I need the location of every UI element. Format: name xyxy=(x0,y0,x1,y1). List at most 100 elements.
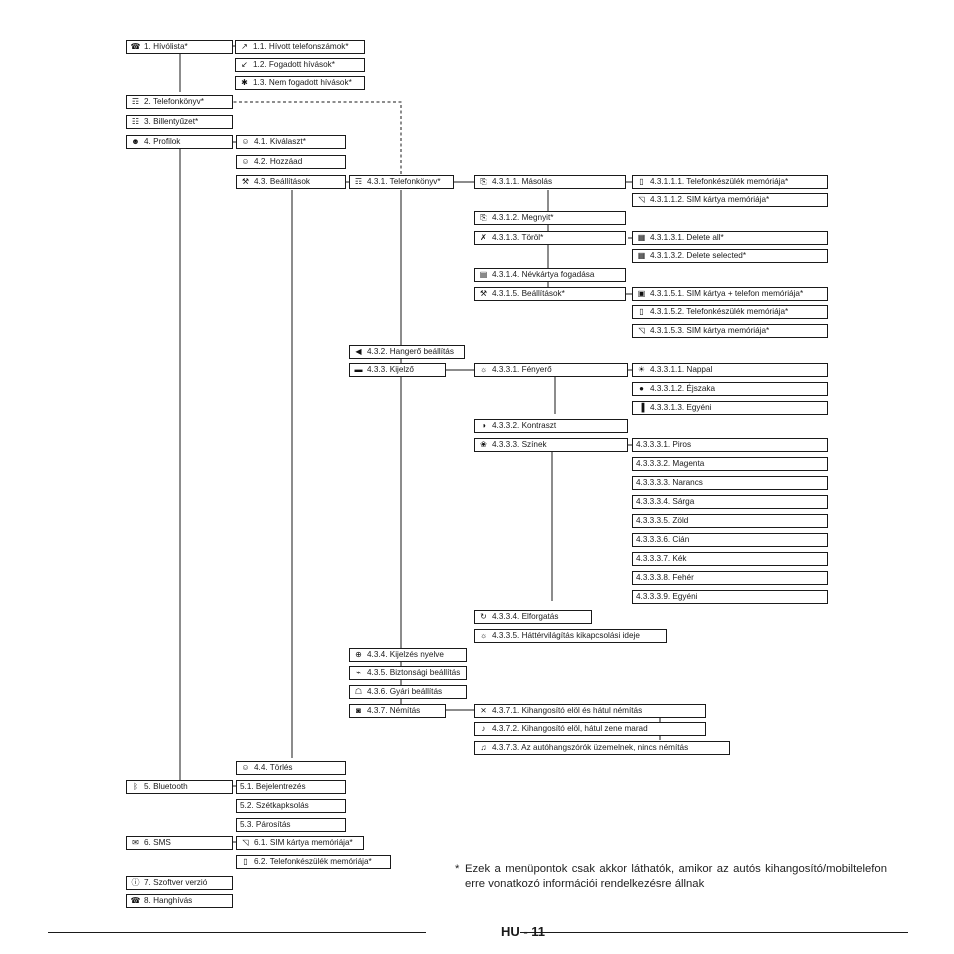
menu-nappal: ☀4.3.3.1.1. Nappal xyxy=(632,363,828,377)
menu-szin-cian: 4.3.3.3.6. Cián xyxy=(632,533,828,547)
day-icon: ☀ xyxy=(637,365,646,374)
profile-select-icon: ☺ xyxy=(241,137,250,146)
menu-szin-narancs: 4.3.3.3.3. Narancs xyxy=(632,476,828,490)
menu-sms-sim-memoria: ◹6.1. SIM kártya memóriája* xyxy=(236,836,364,850)
level-bars-icon: ▐ xyxy=(638,403,645,412)
menu-beall-sim-memoria: ◹4.3.1.5.3. SIM kártya memóriája* xyxy=(632,324,828,338)
menu-nemitas-elol-hatul: ⨯4.3.7.1. Kihangosító elöl és hátul némí… xyxy=(474,704,706,718)
menu-sms-telefon-memoria: ▯6.2. Telefonkészülék memóriája* xyxy=(236,855,391,869)
sim-card-icon: ◹ xyxy=(638,326,645,335)
menu-nemitas-zene-marad: ♪4.3.7.2. Kihangosító elöl, hátul zene m… xyxy=(474,722,706,736)
menu-szin-sarga: 4.3.3.3.4. Sárga xyxy=(632,495,828,509)
sun-icon: ☼ xyxy=(479,365,488,374)
menu-kontraszt: ◑4.3.3.2. Kontraszt xyxy=(474,419,628,433)
colors-icon: ❀ xyxy=(480,440,487,449)
language-icon: ⊕ xyxy=(355,650,362,659)
menu-4-3-1-telefonkonyv: ☶4.3.1. Telefonkönyv* xyxy=(349,175,454,189)
lock-icon: ⌁ xyxy=(356,668,361,677)
profiles-icon: ☻ xyxy=(131,137,140,146)
night-icon: ● xyxy=(639,384,644,393)
menu-nevkartya-fogadasa: ▤4.3.1.4. Névkártya fogadása xyxy=(474,268,626,282)
menu-szin-feher: 4.3.3.3.8. Fehér xyxy=(632,571,828,585)
menu-szin-zold: 4.3.3.3.5. Zöld xyxy=(632,514,828,528)
menu-hanghivas: ☎8. Hanghívás xyxy=(126,894,233,908)
phone-memory-icon: ▯ xyxy=(639,177,644,186)
phonebook-icon: ☶ xyxy=(354,177,363,186)
menu-bejelentrezes: 5.1. Bejelentrezés xyxy=(236,780,346,794)
copy-icon: ⎘ xyxy=(480,177,487,186)
menu-profilok: ☻4. Profilok xyxy=(126,135,233,149)
menu-szin-piros: 4.3.3.3.1. Piros xyxy=(632,438,828,452)
footer-rule-left xyxy=(48,932,426,933)
menu-nem-fogadott-hivasok: ✱1.3. Nem fogadott hívások* xyxy=(235,76,365,90)
outgoing-call-icon: ↗ xyxy=(241,42,248,51)
missed-call-icon: ✱ xyxy=(241,78,248,87)
mute-icon: ◙ xyxy=(356,706,361,715)
factory-icon: ☖ xyxy=(354,687,363,696)
phonebook-settings-icon: ⚒ xyxy=(479,289,488,298)
phone-memory-icon: ▯ xyxy=(639,307,644,316)
delete-selected-icon: ▦ xyxy=(637,251,646,260)
sim-and-phone-icon: ▣ xyxy=(637,289,646,298)
menu-szin-kek: 4.3.3.3.7. Kék xyxy=(632,552,828,566)
menu-szin-magenta: 4.3.3.3.2. Magenta xyxy=(632,457,828,471)
menu-sms: ✉6. SMS xyxy=(126,836,233,850)
menu-biztonsagi-beallitas: ⌁4.3.5. Biztonsági beállítás xyxy=(349,666,467,680)
menu-masolas: ⎘4.3.1.1. Másolás xyxy=(474,175,626,189)
contrast-icon: ◑ xyxy=(481,421,486,430)
mute-front-icon: ♪ xyxy=(481,724,486,733)
keypad-icon: ☷ xyxy=(131,117,140,126)
sim-card-icon: ◹ xyxy=(638,195,645,204)
speaker-icon: ◀ xyxy=(355,347,362,356)
phonebook-icon: ☶ xyxy=(131,97,140,106)
sms-icon: ✉ xyxy=(132,838,139,847)
call-list-icon: ☎ xyxy=(130,42,141,51)
menu-torol: ✗4.3.1.3. Töröl* xyxy=(474,231,626,245)
menu-nincs-nemitas: ♫4.3.7.3. Az autóhangszórók üzemelnek, n… xyxy=(474,741,730,755)
menu-sim-plus-telefon-memoria: ▣4.3.1.5.1. SIM kártya + telefon memóriá… xyxy=(632,287,828,301)
menu-hivolista: ☎1. Hívólista* xyxy=(126,40,233,54)
profile-settings-icon: ⚒ xyxy=(241,177,250,186)
info-icon: ⓘ xyxy=(131,878,140,887)
footer-rule-right xyxy=(520,932,908,933)
menu-szin-egyeni: 4.3.3.3.9. Egyéni xyxy=(632,590,828,604)
menu-fenyero: ☼4.3.3.1. Fényerő xyxy=(474,363,628,377)
backlight-icon: ☼ xyxy=(479,631,488,640)
menu-telefonkonyv: ☶2. Telefonkönyv* xyxy=(126,95,233,109)
no-mute-icon: ♫ xyxy=(480,743,487,752)
menu-kivalaszt: ☺4.1. Kiválaszt* xyxy=(236,135,346,149)
sim-card-icon: ◹ xyxy=(242,838,249,847)
voice-dial-icon: ☎ xyxy=(130,896,141,905)
menu-elforgatas: ↻4.3.3.4. Elforgatás xyxy=(474,610,592,624)
footnote-marker: * xyxy=(455,863,460,875)
delete-icon: ✗ xyxy=(480,233,487,242)
mute-both-icon: ⨯ xyxy=(480,706,487,715)
menu-megnyit: ⎘4.3.1.2. Megnyit* xyxy=(474,211,626,225)
rotate-icon: ↻ xyxy=(480,612,487,621)
menu-szetkapksolas: 5.2. Szétkapksolás xyxy=(236,799,346,813)
footnote: * Ezek a menüpontok csak akkor láthatók,… xyxy=(455,862,887,892)
menu-szinek: ❀4.3.3.3. Színek xyxy=(474,438,628,452)
menu-hattervilagitas: ☼4.3.3.5. Háttérvilágítás kikapcsolási i… xyxy=(474,629,667,643)
menu-fogadott-hivasok: ↙1.2. Fogadott hívások* xyxy=(235,58,365,72)
bluetooth-icon: ᛒ xyxy=(133,782,138,791)
delete-all-icon: ▦ xyxy=(637,233,646,242)
menu-masolas-telefon-memoria: ▯4.3.1.1.1. Telefonkészülék memóriája* xyxy=(632,175,828,189)
menu-hangero-beallitas: ◀4.3.2. Hangerő beállítás xyxy=(349,345,465,359)
menu-kijelzo: ▬4.3.3. Kijelző xyxy=(349,363,446,377)
menu-gyari-beallitas: ☖4.3.6. Gyári beállítás xyxy=(349,685,467,699)
menu-fenyero-egyeni: ▐4.3.3.1.3. Egyéni xyxy=(632,401,828,415)
phone-memory-icon: ▯ xyxy=(243,857,248,866)
display-icon: ▬ xyxy=(354,365,363,374)
menu-beall-telefon-memoria: ▯4.3.1.5.2. Telefonkészülék memóriája* xyxy=(632,305,828,319)
page-number: HU - 11 xyxy=(500,924,546,939)
menu-hivott-telefonszamok: ↗1.1. Hívott telefonszámok* xyxy=(235,40,365,54)
menu-parositas: 5.3. Párosítás xyxy=(236,818,346,832)
menu-masolas-sim-memoria: ◹4.3.1.1.2. SIM kártya memóriája* xyxy=(632,193,828,207)
business-card-icon: ▤ xyxy=(479,270,488,279)
menu-torles: ☺4.4. Törlés xyxy=(236,761,346,775)
open-icon: ⎘ xyxy=(480,213,487,222)
